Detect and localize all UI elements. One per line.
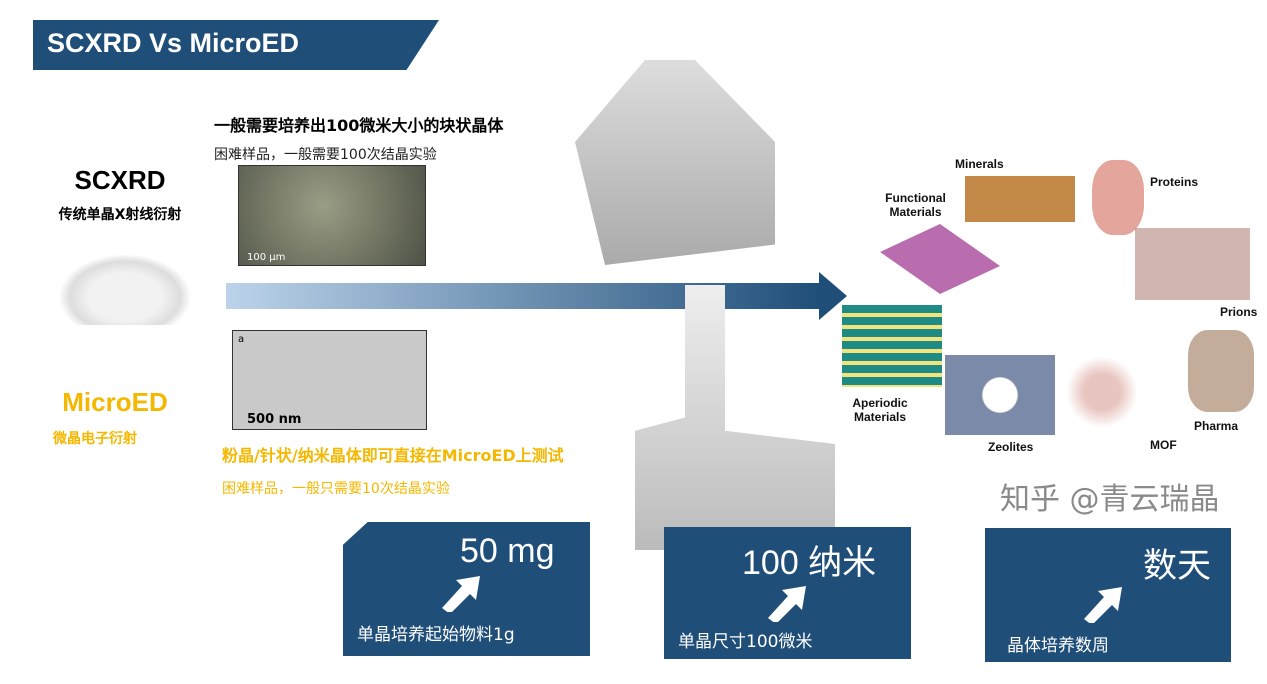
progress-arrow xyxy=(226,283,821,309)
scale-label: 100 μm xyxy=(247,252,286,263)
metric-value: 100 纳米 xyxy=(742,544,877,582)
electron-microscope-image xyxy=(635,285,835,550)
mof-structure xyxy=(1060,350,1144,434)
metric-box-sample-amount: 50 mg 单晶培养起始物料1g xyxy=(343,522,590,656)
minerals-structure xyxy=(965,176,1075,222)
app-label-pharma: Pharma xyxy=(1194,419,1239,433)
microed-headline: 粉晶/针状/纳米晶体即可直接在MicroED上测试 xyxy=(222,446,564,465)
metric-value: 数天 xyxy=(1143,547,1211,585)
scale-label: 500 nm xyxy=(247,412,302,427)
app-label-aperiodic-materials: Aperiodic Materials xyxy=(852,396,908,424)
arrow-up-right-icon xyxy=(1084,587,1122,623)
scxrd-subtitle: 传统单晶X射线衍射 xyxy=(58,207,182,223)
microed-label: MicroED xyxy=(62,387,168,417)
proteins-structure xyxy=(1092,160,1144,235)
watermark: 知乎 @青云瑞晶 xyxy=(1000,482,1220,517)
metric-box-crystal-size: 100 纳米 单晶尺寸100微米 xyxy=(664,527,911,659)
scxrd-label: SCXRD xyxy=(74,165,166,195)
metric-box-growth-time: 数天 晶体培养数周 xyxy=(985,528,1231,662)
pharma-structure xyxy=(1188,330,1254,412)
microed-note: 困难样品，一般只需要10次结晶实验 xyxy=(222,481,450,497)
microed-subtitle: 微晶电子衍射 xyxy=(53,431,137,447)
arrow-up-right-icon xyxy=(442,576,480,612)
app-label-zeolites: Zeolites xyxy=(988,440,1034,454)
app-label-functional-materials: Functional Materials xyxy=(885,191,946,219)
crystal-micrograph: 100 μm xyxy=(238,165,426,266)
app-label-mof: MOF xyxy=(1150,438,1177,452)
app-label-minerals: Minerals xyxy=(955,157,1004,171)
xray-diffractometer-image xyxy=(575,60,775,265)
arrow-up-right-icon xyxy=(768,586,806,622)
panel-letter: a xyxy=(238,334,245,345)
metric-value: 50 mg xyxy=(460,532,555,570)
slide-title: SCXRD Vs MicroED xyxy=(33,20,439,70)
app-label-prions: Prions xyxy=(1220,305,1258,319)
nanocrystal-micrograph: a 500 nm xyxy=(232,330,427,430)
aperiodic-structure xyxy=(842,305,942,387)
powder-image xyxy=(60,255,190,325)
prions-structure xyxy=(1135,228,1250,300)
app-label-proteins: Proteins xyxy=(1150,175,1199,189)
scxrd-headline: 一般需要培养出100微米大小的块状晶体 xyxy=(214,116,504,135)
metric-caption: 单晶培养起始物料1g xyxy=(357,625,515,645)
functional-materials-structure xyxy=(880,224,1000,294)
zeolites-structure xyxy=(945,355,1055,435)
scxrd-note: 困难样品，一般需要100次结晶实验 xyxy=(214,147,437,163)
metric-caption: 单晶尺寸100微米 xyxy=(678,632,813,652)
metric-caption: 晶体培养数周 xyxy=(1007,636,1109,656)
